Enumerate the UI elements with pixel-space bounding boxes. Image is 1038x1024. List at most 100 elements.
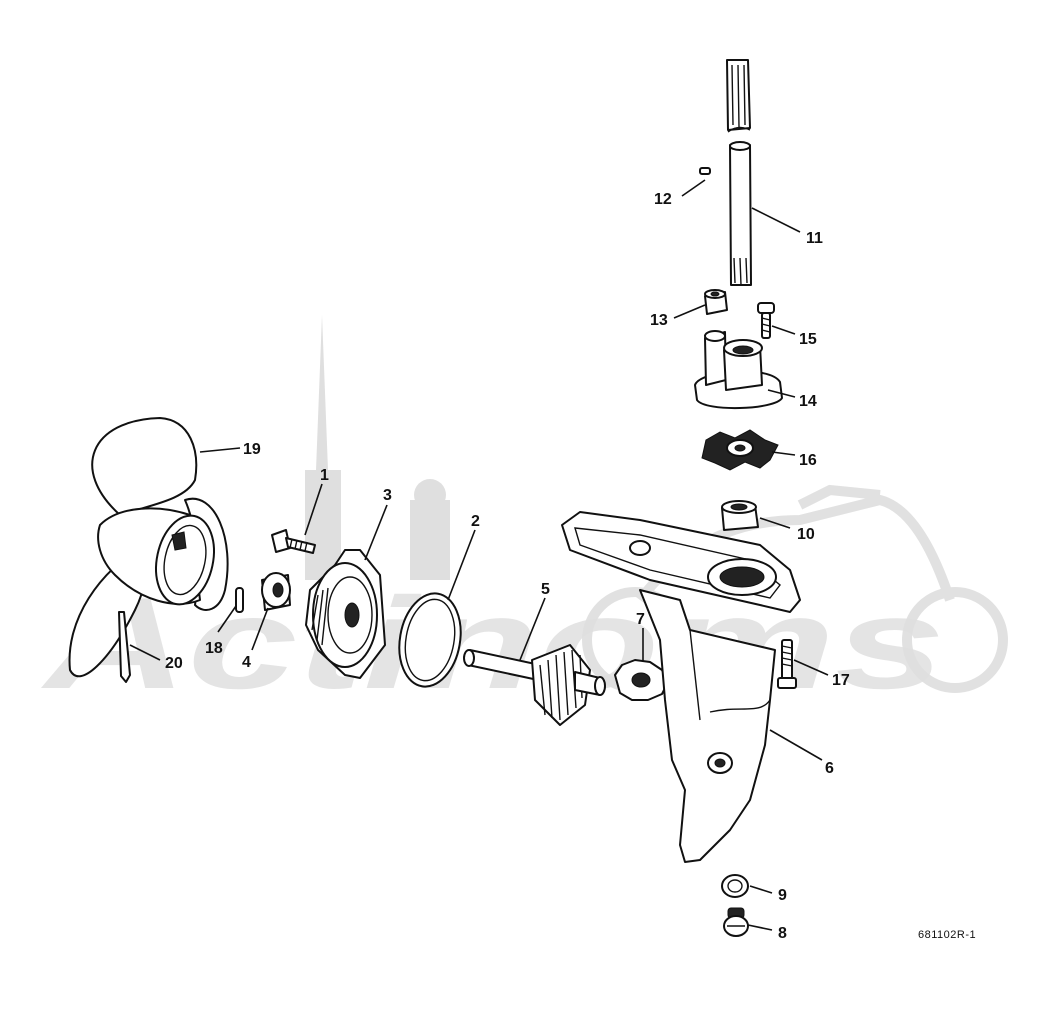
gearcase-leg-edge [689, 629, 771, 721]
callout-16: 16 [799, 452, 817, 469]
part-17-bolt [777, 639, 797, 689]
screw-15-head [757, 302, 775, 314]
part-14-pump-housing [694, 330, 783, 409]
leader-20 [129, 644, 161, 661]
watermark-dome [414, 479, 446, 511]
leader-6 [769, 729, 823, 761]
gearcase-top-rim [574, 527, 781, 599]
callout-1: 1 [320, 467, 329, 484]
cotter-pin-shape [118, 611, 131, 683]
drive-pin-shape [235, 587, 244, 613]
propeller-hub-bore [163, 524, 207, 596]
callout-4: 4 [242, 654, 251, 671]
leader-14 [767, 389, 796, 398]
part-10-bearing [721, 500, 759, 531]
callout-2: 2 [471, 513, 480, 530]
leader-lines [129, 179, 829, 931]
leader-15 [771, 325, 796, 335]
watermark-spire [316, 315, 328, 470]
callout-13: 13 [650, 312, 668, 329]
part-11-driveshaft [726, 59, 752, 286]
callout-19: 19 [243, 441, 261, 458]
screw-thread [289, 538, 308, 552]
leader-12 [681, 179, 706, 197]
callout-15: 15 [799, 331, 817, 348]
watermark-church-right [410, 500, 450, 580]
leader-2 [447, 529, 476, 601]
leader-19 [199, 447, 241, 453]
o-ring-inner [404, 598, 456, 682]
housing-grooves [311, 587, 329, 646]
gearcase-leg [639, 589, 776, 863]
leader-3 [364, 504, 388, 561]
leader-16 [771, 451, 796, 456]
shaft-gear-teeth [539, 649, 583, 721]
part-9-washer [721, 874, 749, 898]
propeller-hub-ring [155, 514, 215, 606]
o-ring-outer [398, 592, 462, 688]
watermark-wheel-front [902, 587, 1008, 693]
screw-15-thread [761, 317, 771, 333]
callout-10: 10 [797, 526, 815, 543]
leader-17 [793, 659, 829, 676]
part-6-gearcase-housing [561, 511, 801, 863]
washer-inner [727, 879, 743, 893]
gearcase-boss [629, 540, 651, 556]
part-15-screw [757, 302, 775, 339]
pump-cup-bore [732, 345, 754, 355]
bolt-thread [781, 645, 793, 667]
drive-gear-hub [631, 672, 651, 688]
callout-7: 7 [636, 611, 645, 628]
part-8-drain-plug [723, 907, 749, 937]
callout-12: 12 [654, 191, 672, 208]
impeller-hub-bore [734, 444, 746, 452]
callout-17: 17 [832, 672, 850, 689]
driveshaft-upper-splines [731, 64, 746, 128]
callout-5: 5 [541, 581, 550, 598]
pump-tube-top [704, 330, 726, 342]
callout-14: 14 [799, 393, 817, 410]
housing-bore [344, 602, 360, 628]
leader-5 [519, 597, 546, 661]
bolt-head [777, 677, 797, 689]
driveshaft-break [727, 126, 751, 133]
propeller-hub-key [171, 531, 187, 551]
part-5-propeller-shaft [463, 644, 606, 726]
part-1-screw [271, 529, 316, 554]
leader-1 [304, 483, 323, 536]
leader-18 [217, 605, 237, 633]
callout-labels: 1 2 3 4 5 6 7 8 9 10 11 12 13 14 15 16 1… [165, 191, 850, 942]
housing-inner-ring [327, 576, 373, 654]
callout-18: 18 [205, 640, 223, 657]
watermark-handlebar [797, 484, 881, 510]
gearcase-drain-hole [714, 758, 726, 768]
driveshaft-lower-top [729, 141, 751, 151]
callout-11: 11 [806, 230, 823, 247]
callout-20: 20 [165, 655, 183, 672]
washer-outer [721, 874, 749, 898]
leader-8 [747, 924, 773, 931]
part-3-bearing-housing [305, 549, 386, 679]
part-19-propeller [68, 417, 229, 678]
part-20-cotter-pin [118, 611, 131, 683]
callout-8: 8 [778, 925, 787, 942]
part-2-o-ring [398, 592, 462, 688]
leader-9 [749, 885, 773, 894]
diagram-reference-code: 681102R-1 [918, 929, 976, 941]
part-4-thrust-bushing [261, 572, 291, 611]
coupler-bore [710, 291, 720, 297]
leader-4 [251, 607, 269, 651]
leader-11 [751, 207, 801, 233]
part-16-impeller [701, 429, 779, 471]
watermark-tower [305, 470, 341, 580]
driveshaft-lower-splines [733, 257, 748, 286]
shaft-end [463, 649, 475, 667]
callout-6: 6 [825, 760, 834, 777]
bearing-bore [730, 503, 748, 511]
leader-13 [673, 304, 706, 319]
part-12-key [699, 167, 711, 175]
callout-3: 3 [383, 487, 392, 504]
part-18-drive-pin [235, 587, 244, 613]
